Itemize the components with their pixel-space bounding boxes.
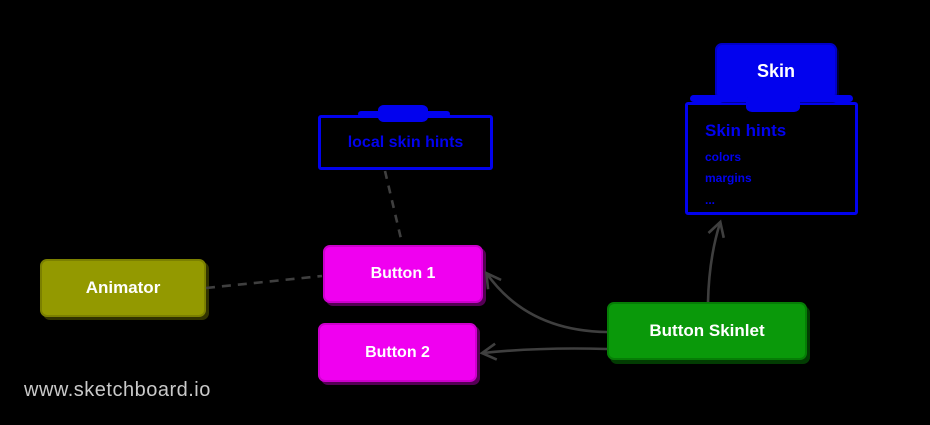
skin-hints-item-margins: margins [705,171,752,185]
node-button-skinlet-label: Button Skinlet [649,321,765,340]
node-button1-label: Button 1 [370,265,436,282]
node-skin-hints[interactable]: Skin hints colors margins ... [685,102,858,215]
node-local-skin-hints-label: local skin hints [347,133,464,151]
skin-anchor-blob [746,96,800,112]
skin-hints-title: Skin hints [705,121,787,140]
node-skin[interactable]: Skin [715,43,837,100]
skin-hints-item-colors: colors [705,150,742,164]
node-button2[interactable]: Button 2 [318,323,477,382]
node-animator-label: Animator [85,278,161,297]
node-button2-label: Button 2 [365,343,430,361]
node-button-skinlet[interactable]: Button Skinlet [607,302,807,360]
sketchboard-watermark: www.sketchboard.io [24,379,211,401]
node-local-skin-hints[interactable]: local skin hints [318,115,493,170]
edge-buttonskinlet-skinhints[interactable] [706,219,726,303]
skin-hints-item-ellipsis: ... [705,193,716,207]
node-button1[interactable]: Button 1 [323,245,483,303]
edge-buttonskinlet-button2[interactable] [479,342,608,361]
edge-animator-button1[interactable] [205,274,323,290]
local-skin-hints-anchor-blob [378,105,428,122]
node-animator[interactable]: Animator [40,259,206,317]
edge-localskinhints-button1[interactable] [383,170,404,244]
edge-buttonskinlet-button1[interactable] [484,271,608,334]
node-skin-label: Skin [756,61,795,81]
